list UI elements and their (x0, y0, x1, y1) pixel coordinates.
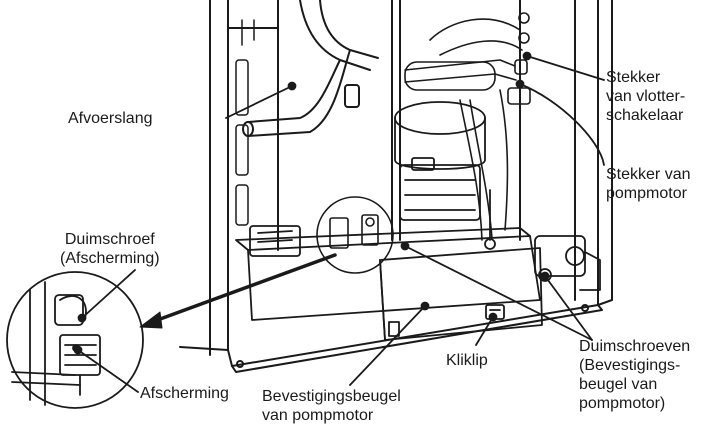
label-afvoerslang: Afvoerslang (68, 110, 153, 127)
label-stekker-pompmotor: Stekker van pompmotor (606, 166, 691, 202)
label-bevestigingsbeugel: Bevestigingsbeugel van pompmotor (262, 388, 401, 424)
label-duimschroef-afscherming: Duimschroef (Afscherming) (60, 231, 160, 267)
panel-slots (235, 19, 255, 226)
label-afscherming: Afscherming (140, 385, 229, 402)
drain-hose (242, 0, 379, 137)
mounting-bracket (379, 247, 543, 341)
right-components (534, 235, 601, 291)
detail-circle-source (316, 196, 394, 274)
magnify-arrow (139, 253, 337, 329)
pump-motor (394, 101, 496, 250)
label-duimschroeven-beugel: Duimschroeven (Bevestigings- beugel van … (579, 338, 691, 412)
detail-circle-magnified (6, 271, 144, 409)
wiring (404, 12, 531, 241)
cabinet-frame (179, 0, 613, 373)
label-stekker-vlotterschakelaar: Stekker van vlotter- schakelaar (606, 69, 686, 124)
label-kliklip: Kliklip (446, 352, 488, 369)
leader-lines (73, 51, 605, 393)
